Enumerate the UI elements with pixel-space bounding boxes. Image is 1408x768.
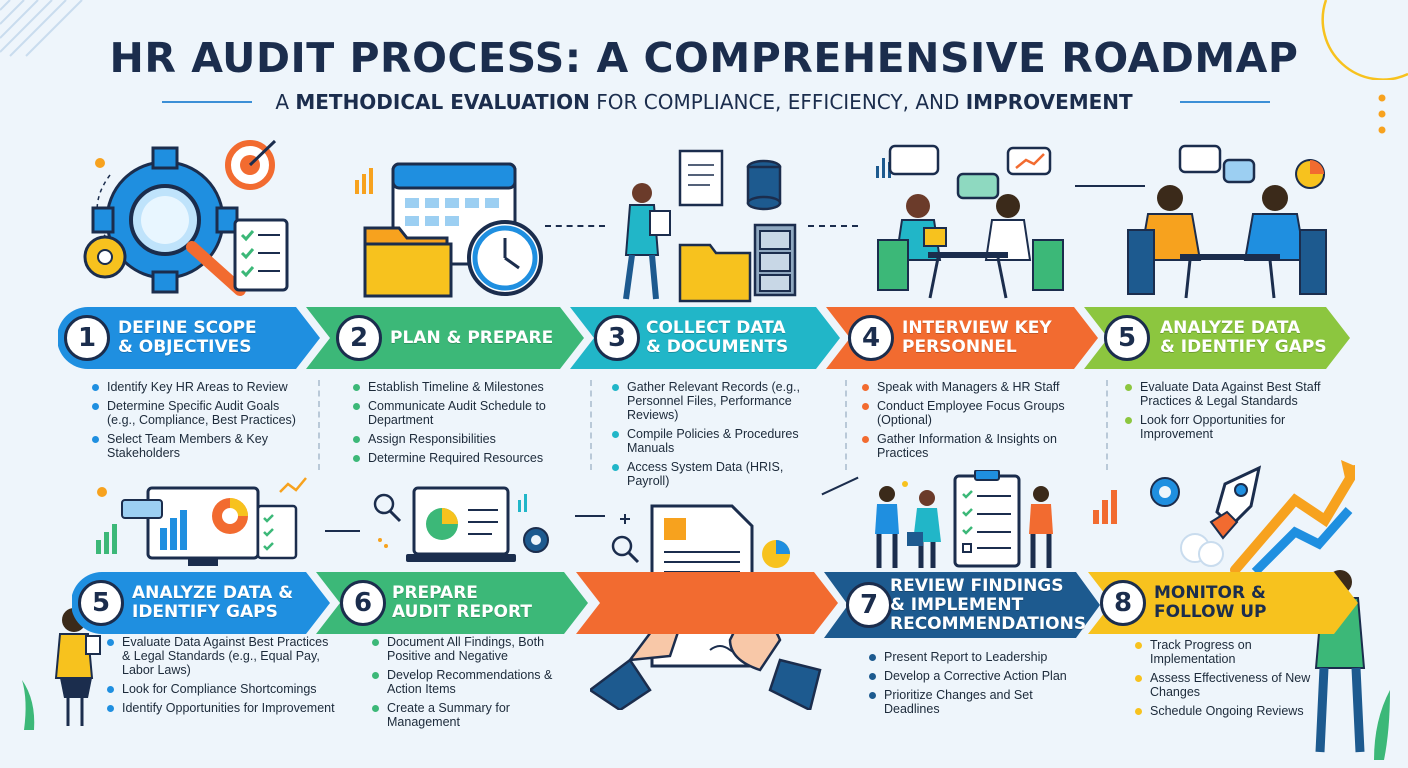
connector-line <box>325 530 360 532</box>
divider <box>845 380 847 470</box>
subtitle-right-rule <box>1180 101 1270 103</box>
step-6-list: Document All Findings, Both Positive and… <box>370 635 565 734</box>
analytics-monitor-illustration <box>96 477 307 566</box>
list-item: Evaluate Data Against Best Practices & L… <box>105 635 340 677</box>
list-item: Present Report to Leadership <box>867 650 1082 664</box>
woman-presenter-illustration <box>22 608 101 730</box>
list-item: Identify Key HR Areas to Review <box>90 380 305 394</box>
page-subtitle: A METHODICAL EVALUATION FOR COMPLIANCE, … <box>0 90 1408 114</box>
list-item: Assign Responsibilities <box>351 432 551 446</box>
gear-magnifier-illustration <box>83 139 289 296</box>
subtitle-part-a: A <box>275 90 296 114</box>
laptop-report-illustration <box>373 486 549 562</box>
calendar-folder-clock-illustration <box>355 162 543 298</box>
step-8-title: MONITOR &FOLLOW UP <box>1154 583 1267 622</box>
list-item: Select Team Members & Key Stakeholders <box>90 432 305 460</box>
list-item: Develop Recommendations & Action Items <box>370 668 565 696</box>
page-title: HR AUDIT PROCESS: A COMPREHENSIVE ROADMA… <box>109 34 1299 82</box>
subtitle-part-c: FOR COMPLIANCE, EFFICIENCY, AND <box>589 90 966 114</box>
list-item: Conduct Employee Focus Groups (Optional) <box>860 399 1075 427</box>
subtitle-part-d: IMPROVEMENT <box>965 90 1133 114</box>
list-item: Document All Findings, Both Positive and… <box>370 635 565 663</box>
connector-line <box>575 515 605 517</box>
step-2-banner: 2 PLAN & PREPARE <box>306 307 584 369</box>
list-item: Evaluate Data Against Best Staff Practic… <box>1123 380 1333 408</box>
subtitle-left-rule <box>162 101 252 103</box>
step-5-number: 5 <box>1104 315 1150 361</box>
team-checklist-illustration <box>875 470 1053 568</box>
meeting-illustration <box>1127 144 1327 299</box>
list-item: Communicate Audit Schedule to Department <box>351 399 551 427</box>
step-8-list: Track Progress on Implementation Assess … <box>1133 638 1313 723</box>
step-1-number: 1 <box>64 315 110 361</box>
list-item: Assess Effectiveness of New Changes <box>1133 671 1313 699</box>
step-1-banner: 1 DEFINE SCOPE& OBJECTIVES <box>58 307 320 369</box>
step-4-list: Speak with Managers & HR Staff Conduct E… <box>860 380 1075 465</box>
list-item: Look for Compliance Shortcomings <box>105 682 340 696</box>
connector-line <box>1075 185 1145 187</box>
divider <box>318 380 320 470</box>
list-item: Establish Timeline & Milestones <box>351 380 551 394</box>
step-3-list: Gather Relevant Records (e.g., Personnel… <box>610 380 810 493</box>
step-5-title: ANALYZE DATA& IDENTIFY GAPS <box>1160 318 1327 357</box>
connector-line <box>821 476 859 496</box>
step-5b-number: 5 <box>78 580 124 626</box>
documents-cabinet-illustration <box>623 149 797 303</box>
list-item: Determine Required Resources <box>351 451 551 465</box>
corner-arc-decoration <box>1321 0 1408 80</box>
step-7-number: 7 <box>846 582 892 628</box>
list-item: Track Progress on Implementation <box>1133 638 1313 666</box>
list-item: Develop a Corrective Action Plan <box>867 669 1082 683</box>
step-5b-banner: 5 ANALYZE DATA &IDENTIFY GAPS <box>72 572 330 634</box>
list-item: Access System Data (HRIS, Payroll) <box>610 460 810 488</box>
step-5b-title: ANALYZE DATA &IDENTIFY GAPS <box>132 583 294 622</box>
step-3-banner: 3 COLLECT DATA& DOCUMENTS <box>570 307 840 369</box>
list-item: Speak with Managers & HR Staff <box>860 380 1075 394</box>
list-item: Create a Summary for Management <box>370 701 565 729</box>
step-5b-list: Evaluate Data Against Best Practices & L… <box>105 635 340 720</box>
list-item: Gather Information & Insights on Practic… <box>860 432 1075 460</box>
interview-illustration <box>876 144 1064 299</box>
step-2-title: PLAN & PREPARE <box>390 327 554 348</box>
step-3-number: 3 <box>594 315 640 361</box>
step-6-number: 6 <box>340 580 386 626</box>
step-2-number: 2 <box>336 315 382 361</box>
list-item: Gather Relevant Records (e.g., Personnel… <box>610 380 810 422</box>
step-2-list: Establish Timeline & Milestones Communic… <box>351 380 551 470</box>
step-5-list: Evaluate Data Against Best Staff Practic… <box>1123 380 1333 446</box>
step-1-title: DEFINE SCOPE& OBJECTIVES <box>118 318 257 357</box>
connector-line <box>808 225 858 227</box>
list-item: Determine Specific Audit Goals (e.g., Co… <box>90 399 305 427</box>
step-1-list: Identify Key HR Areas to Review Determin… <box>90 380 305 465</box>
step-8-number: 8 <box>1100 580 1146 626</box>
connector-line <box>545 225 605 227</box>
list-item: Schedule Ongoing Reviews <box>1133 704 1313 718</box>
step-4-number: 4 <box>848 315 894 361</box>
rocket-growth-illustration <box>1093 460 1355 572</box>
step-8-banner: 8 MONITOR &FOLLOW UP <box>1088 572 1358 634</box>
subtitle-part-b: METHODICAL EVALUATION <box>295 90 590 114</box>
divider <box>590 380 592 470</box>
dots-decoration <box>1378 94 1386 134</box>
list-item: Prioritize Changes and Set Deadlines <box>867 688 1082 716</box>
corner-hatch-decoration <box>0 0 83 57</box>
step-7-list: Present Report to Leadership Develop a C… <box>867 650 1082 721</box>
list-item: Identify Opportunities for Improvement <box>105 701 340 715</box>
step-3-title: COLLECT DATA& DOCUMENTS <box>646 318 789 357</box>
step-blank-banner <box>576 572 838 634</box>
step-5-banner: 5 ANALYZE DATA& IDENTIFY GAPS <box>1084 307 1350 369</box>
list-item: Look forr Opportunities for Improvement <box>1123 413 1333 441</box>
divider <box>1106 380 1108 470</box>
list-item: Compile Policies & Procedures Manuals <box>610 427 810 455</box>
